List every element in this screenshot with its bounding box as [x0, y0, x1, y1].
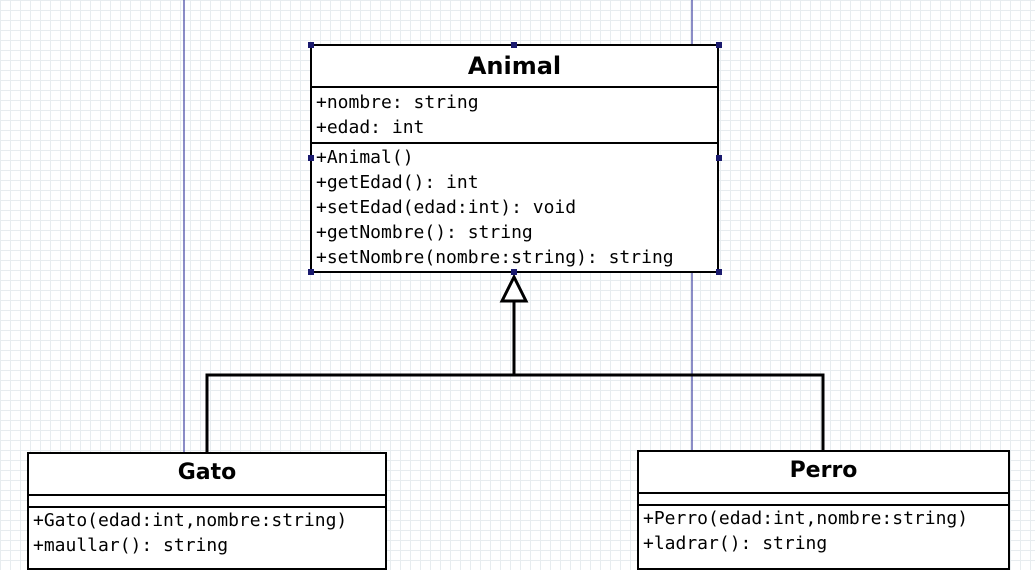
generalization-connector-perro — [514, 373, 825, 451]
method: +maullar(): string — [33, 535, 229, 556]
method: +Gato(edad:int,nombre:string) — [33, 510, 348, 531]
method: +Perro(edad:int,nombre:string) — [643, 508, 969, 529]
class-animal-name: Animal — [312, 46, 717, 88]
selection-handle-se[interactable] — [716, 269, 722, 275]
selection-handle-s[interactable] — [511, 269, 517, 275]
selection-handle-sw[interactable] — [308, 269, 314, 275]
method: +ladrar(): string — [643, 533, 828, 554]
class-animal[interactable]: Animal +nombre: string +edad: int +Anima… — [310, 44, 719, 273]
attribute: +edad: int — [316, 117, 425, 138]
selection-handle-e[interactable] — [716, 155, 722, 161]
selection-handle-n[interactable] — [511, 42, 517, 48]
class-perro-methods: +Perro(edad:int,nombre:string) +ladrar()… — [639, 506, 1008, 558]
method: +setNombre(nombre:string): string — [316, 247, 674, 268]
method: +Animal() — [316, 147, 414, 168]
class-perro[interactable]: Perro +Perro(edad:int,nombre:string) +la… — [637, 450, 1010, 570]
method: +getEdad(): int — [316, 172, 479, 193]
class-animal-methods: +Animal() +getEdad(): int +setEdad(edad:… — [312, 144, 717, 272]
method: +setEdad(edad:int): void — [316, 197, 577, 218]
selection-handle-nw[interactable] — [308, 42, 314, 48]
selection-handle-ne[interactable] — [716, 42, 722, 48]
class-gato-name: Gato — [29, 454, 385, 496]
generalization-connector-gato — [205, 373, 514, 452]
class-gato-methods: +Gato(edad:int,nombre:string) +maullar()… — [29, 508, 385, 560]
class-perro-attributes — [639, 494, 1008, 506]
class-gato[interactable]: Gato +Gato(edad:int,nombre:string) +maul… — [27, 452, 387, 570]
generalization-arrowhead — [499, 273, 529, 303]
class-animal-attributes: +nombre: string +edad: int — [312, 88, 717, 144]
class-perro-name: Perro — [639, 452, 1008, 494]
class-gato-attributes — [29, 496, 385, 508]
method: +getNombre(): string — [316, 222, 533, 243]
selection-handle-w[interactable] — [308, 155, 314, 161]
attribute: +nombre: string — [316, 92, 479, 113]
